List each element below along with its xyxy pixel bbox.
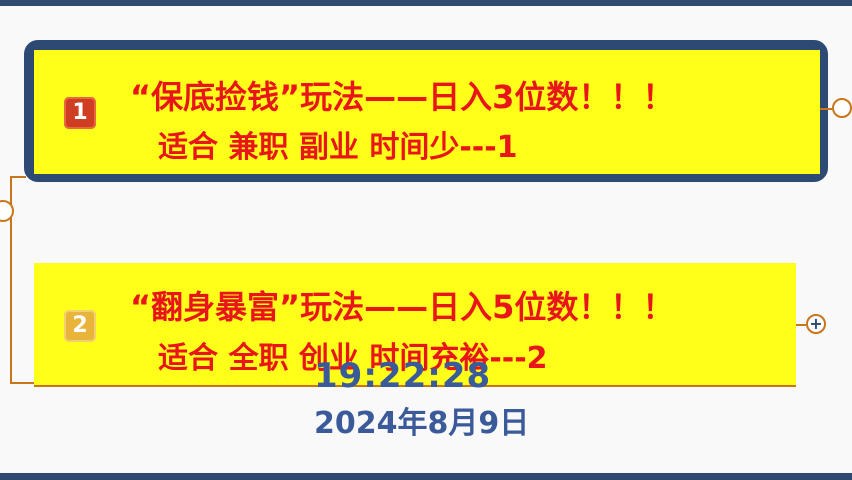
priority-badge-1: 1: [64, 97, 96, 129]
node-2-subtitle: 适合 全职 创业 时间充裕---2: [158, 341, 548, 376]
branch-connector: [10, 178, 12, 382]
node-1-toggle-connector: [820, 108, 832, 110]
minus-icon[interactable]: [832, 98, 852, 118]
branch-connector-bottom: [10, 382, 40, 384]
overlay-date: 2024年8月9日: [314, 406, 530, 441]
priority-badge-2: 2: [64, 310, 96, 342]
top-frame-bar: [0, 0, 852, 6]
node-1-subtitle: 适合 兼职 副业 时间少---1: [158, 130, 518, 165]
node-1-title: “保底捡钱”玩法——日入3位数！！！: [130, 78, 675, 116]
node-2-toggle-connector: [796, 324, 806, 326]
node-2-title: “翻身暴富”玩法——日入5位数！！！: [130, 288, 675, 326]
branch-connector-top: [10, 176, 26, 178]
parent-collapse-toggle[interactable]: [0, 200, 14, 222]
mindmap-node-1[interactable]: [34, 50, 820, 174]
overlay-time: 19:22:28: [314, 356, 492, 396]
bottom-frame-bar: [0, 473, 852, 480]
mindmap-node-2[interactable]: [34, 263, 796, 387]
plus-icon[interactable]: +: [806, 314, 826, 334]
